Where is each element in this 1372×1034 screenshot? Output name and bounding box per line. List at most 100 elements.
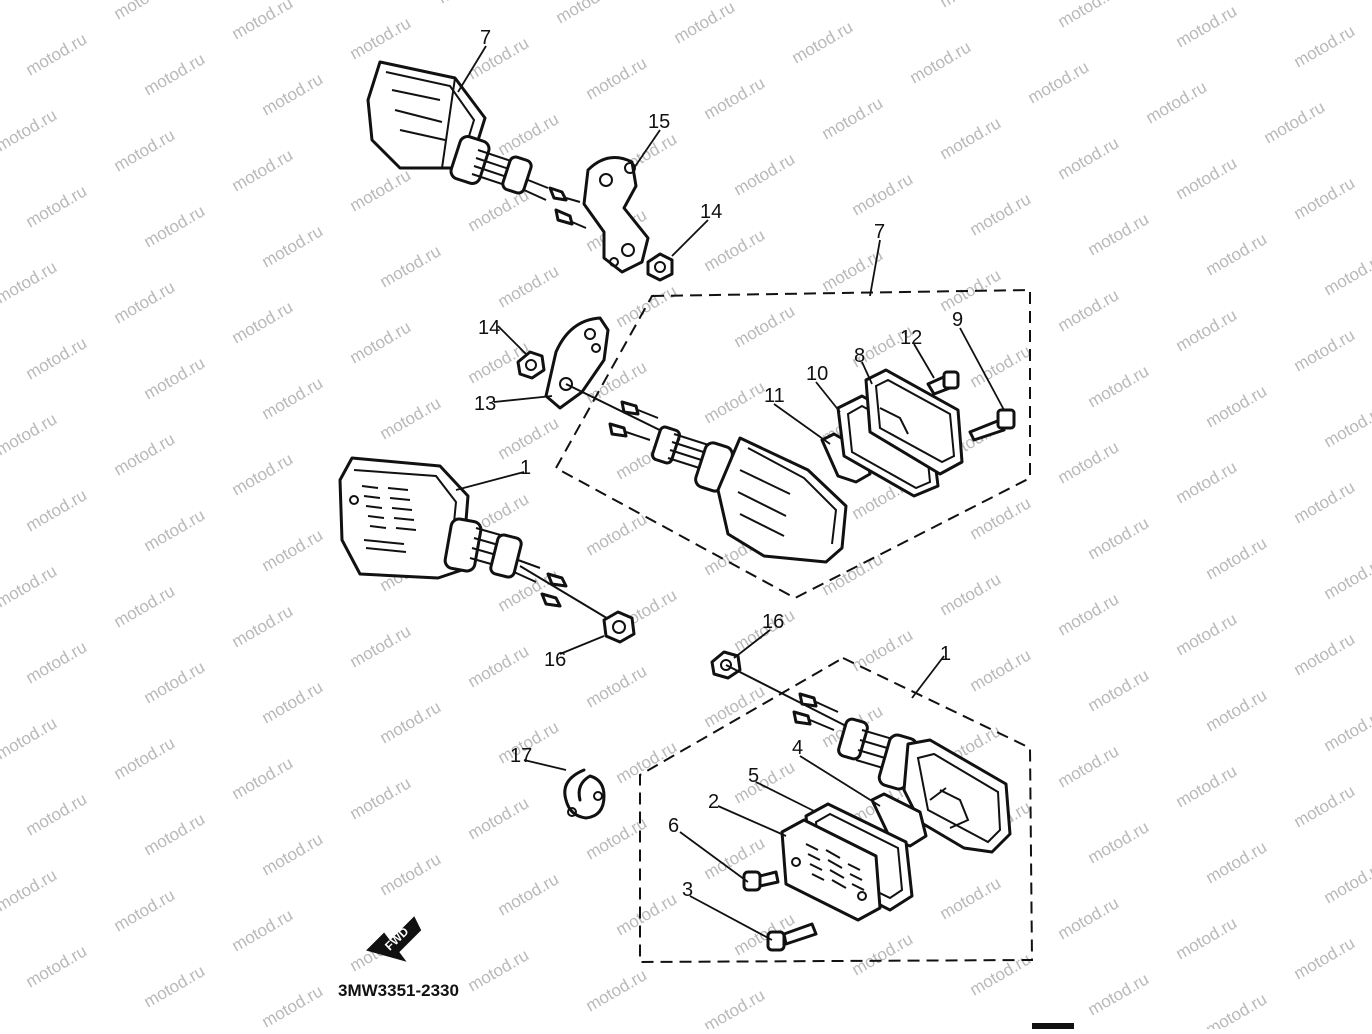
watermark-text: motod.ru	[0, 257, 60, 307]
turn-signal-upper-assembly	[651, 426, 846, 562]
watermark-text: motod.ru	[1203, 837, 1271, 887]
watermark-text: motod.ru	[377, 697, 445, 747]
watermark-text: motod.ru	[937, 0, 1005, 11]
watermark-text: motod.ru	[583, 965, 651, 1015]
watermark-text: motod.ru	[701, 73, 769, 123]
watermark-text: motod.ru	[613, 281, 681, 331]
watermark-text: motod.ru	[111, 277, 179, 327]
watermark-text: motod.ru	[23, 485, 91, 535]
watermark-text: motod.ru	[0, 409, 60, 459]
callout-16-left: 16	[544, 649, 566, 671]
watermark-text: motod.ru	[967, 949, 1035, 999]
watermark-text: motod.ru	[347, 165, 415, 215]
turn-signal-front-left	[340, 458, 610, 620]
watermark-text: motod.ru	[1173, 609, 1241, 659]
watermark-text: motod.ru	[377, 241, 445, 291]
watermark-text: motod.ru	[1173, 153, 1241, 203]
watermark-text: motod.ru	[1055, 0, 1123, 31]
watermark-text: motod.ru	[849, 625, 917, 675]
watermark-text: motod.ru	[23, 941, 91, 991]
watermark-text: motod.ru	[849, 929, 917, 979]
watermark-text: motod.ru	[347, 317, 415, 367]
watermark-text: motod.ru	[731, 149, 799, 199]
watermark-text: motod.ru	[1261, 97, 1329, 147]
watermark-text: motod.ru	[671, 0, 739, 47]
callout-2: 2	[708, 791, 719, 813]
watermark-text: motod.ru	[731, 757, 799, 807]
watermark-text: motod.ru	[819, 245, 887, 295]
watermark-text: motod.ru	[1203, 685, 1271, 735]
watermark-text: motod.ru	[1203, 533, 1271, 583]
watermark-text: motod.ru	[347, 773, 415, 823]
watermark-text: motod.ru	[1025, 57, 1093, 107]
watermark-text: motod.ru	[1055, 741, 1123, 791]
callout-8: 8	[854, 345, 865, 367]
watermark-text: motod.ru	[377, 393, 445, 443]
watermark-text: motod.ru	[819, 93, 887, 143]
watermark-text: motod.ru	[111, 0, 179, 23]
watermark-text: motod.ru	[259, 221, 327, 271]
callout-1-right: 1	[940, 643, 951, 665]
watermark-text: motod.ru	[937, 113, 1005, 163]
watermark-text: motod.ru	[0, 105, 60, 155]
page-edge-mark	[1032, 1023, 1074, 1029]
watermark-text: motod.ru	[465, 641, 533, 691]
watermark-text: motod.ru	[937, 569, 1005, 619]
watermark-text: motod.ru	[1291, 21, 1359, 71]
watermark-text: motod.ru	[0, 561, 60, 611]
watermark-text: motod.ru	[23, 29, 91, 79]
nut-14-top	[648, 254, 672, 280]
watermark-text: motod.ru	[583, 661, 651, 711]
watermark-text: motod.ru	[613, 737, 681, 787]
watermark-text: motod.ru	[495, 413, 563, 463]
callout-15: 15	[648, 111, 670, 133]
watermark-text: motod.ru	[377, 849, 445, 899]
watermark-text: motod.ru	[229, 601, 297, 651]
watermark-text: motod.ru	[1085, 513, 1153, 563]
watermark-text: motod.ru	[849, 169, 917, 219]
watermark-text: motod.ru	[141, 201, 209, 251]
wire-connectors-lower	[794, 694, 838, 730]
watermark-text: motod.ru	[111, 885, 179, 935]
watermark-text: motod.ru	[1055, 893, 1123, 943]
watermark-text: motod.ru	[141, 809, 209, 859]
callout-13: 13	[474, 393, 496, 415]
screw-6	[744, 872, 778, 890]
watermark-text: motod.ru	[347, 13, 415, 63]
watermark-text: motod.ru	[435, 0, 503, 7]
nut-16-left	[604, 612, 634, 642]
watermark-text: motod.ru	[1055, 285, 1123, 335]
watermark-text: motod.ru	[1085, 209, 1153, 259]
watermark-text: motod.ru	[23, 789, 91, 839]
watermark-text: motod.ru	[1321, 857, 1372, 907]
watermark-text: motod.ru	[259, 829, 327, 879]
watermark-text: motod.ru	[789, 17, 857, 67]
watermark-text: motod.ru	[1321, 553, 1372, 603]
watermark-text: motod.ru	[1085, 361, 1153, 411]
watermark-text: motod.ru	[495, 869, 563, 919]
watermark-text: motod.ru	[1055, 133, 1123, 183]
watermark-text: motod.ru	[583, 53, 651, 103]
callout-1-left: 1	[520, 457, 531, 479]
watermark-text: motod.ru	[1085, 817, 1153, 867]
watermark-text: motod.ru	[553, 0, 621, 27]
watermark-text: motod.ru	[1291, 933, 1359, 983]
watermark-text: motod.ru	[465, 793, 533, 843]
watermark-text: motod.ru	[1321, 249, 1372, 299]
watermark-text: motod.ru	[1321, 401, 1372, 451]
callout-17: 17	[510, 745, 532, 767]
callout-10: 10	[806, 363, 828, 385]
watermark-text: motod.ru	[495, 109, 563, 159]
watermark-text: motod.ru	[23, 333, 91, 383]
watermark-text: motod.ru	[1291, 477, 1359, 527]
watermark-text: motod.ru	[1291, 173, 1359, 223]
watermark-text: motod.ru	[229, 145, 297, 195]
callout-11: 11	[764, 385, 785, 407]
watermark-text: motod.ru	[1085, 969, 1153, 1019]
watermark-text: motod.ru	[967, 645, 1035, 695]
watermark-text: motod.ru	[259, 525, 327, 575]
watermark-text: motod.ru	[1173, 1, 1241, 51]
watermark-text: motod.ru	[1085, 665, 1153, 715]
watermark-text: motod.ru	[23, 181, 91, 231]
